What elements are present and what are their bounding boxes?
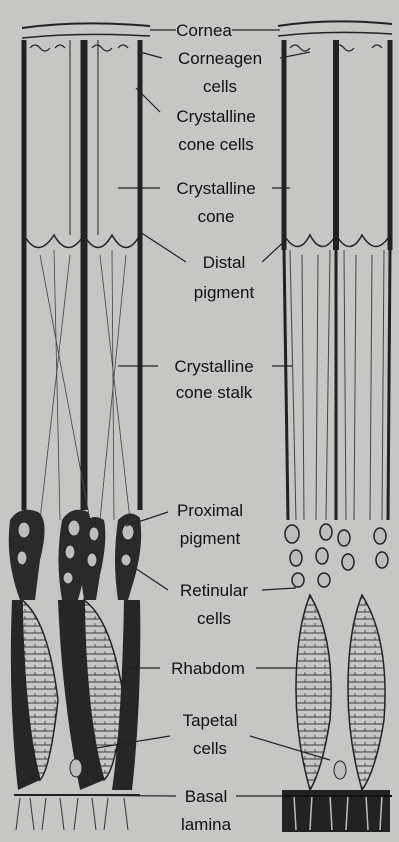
label-corneagen-line1: Corneagen: [178, 49, 262, 68]
label-tapetal-line1: Tapetal: [183, 711, 238, 730]
label-retinular-line2: cells: [197, 609, 231, 628]
label-crystalline-cone-cells-line1: Crystalline: [176, 107, 255, 126]
label-cone-stalk-line1: Crystalline: [174, 357, 253, 376]
label-distal-pigment-line2: pigment: [194, 283, 255, 302]
label-basal-lamina-line1: Basal: [185, 787, 228, 806]
label-rhabdom: Rhabdom: [171, 659, 245, 678]
label-corneagen-line2: cells: [203, 77, 237, 96]
label-crystalline-cone-line1: Crystalline: [176, 179, 255, 198]
label-tapetal-line2: cells: [193, 739, 227, 758]
label-crystalline-cone-cells-line2: cone cells: [178, 135, 254, 154]
label-crystalline-cone-line2: cone: [198, 207, 235, 226]
label-cornea: Cornea: [176, 21, 232, 40]
label-basal-lamina-line2: lamina: [181, 815, 232, 834]
label-proximal-pigment-line1: Proximal: [177, 501, 243, 520]
label-retinular-line1: Retinular: [180, 581, 248, 600]
label-proximal-pigment-line2: pigment: [180, 529, 241, 548]
label-cone-stalk-line2: cone stalk: [176, 383, 253, 402]
label-distal-pigment-line1: Distal: [203, 253, 246, 272]
